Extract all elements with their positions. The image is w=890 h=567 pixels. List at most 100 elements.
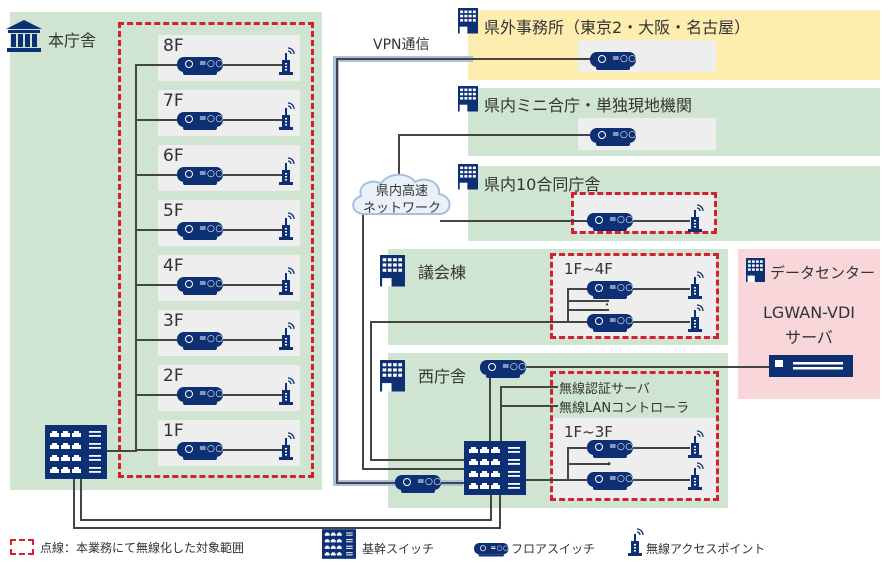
access-point-icon <box>279 102 295 130</box>
cloud-label-2: ネットワーク <box>362 201 441 216</box>
gikaito-branch-2 <box>567 300 609 302</box>
gikaito-floors-label: 1F~4F <box>564 260 613 278</box>
nishi-ellipsis: ・ <box>603 457 616 471</box>
core-link-b-v <box>490 490 492 521</box>
kennai10-ap-line <box>630 220 690 222</box>
core-link-a-h <box>73 527 500 529</box>
nishi-floors-label: 1F~3F <box>564 423 613 441</box>
floor-switch-icon: =○○ <box>587 281 633 299</box>
legend-core-switch-label: 基幹スイッチ <box>362 542 435 556</box>
legend-access-point-label: 無線アクセスポイント <box>646 542 766 556</box>
floor-label: 2F <box>163 366 184 386</box>
kennai-10-title: 県内10合同庁舎 <box>484 175 601 194</box>
lan-controller-label: 無線LANコントローラ <box>559 401 690 416</box>
nishi-core-to-floors <box>524 479 594 481</box>
nishi-to-datacenter <box>525 366 770 368</box>
legend-dashed-swatch <box>10 539 34 555</box>
cloud-down <box>362 210 364 470</box>
cloud-to-10 <box>440 220 590 222</box>
access-point-icon <box>688 430 704 458</box>
cloud-label-1: 県内高速 <box>375 184 428 199</box>
honchosha-core-switch-icon <box>45 425 107 479</box>
nishi-branch-2 <box>567 463 609 465</box>
nishi-ap-line-1 <box>630 447 690 449</box>
kennai-10-wireless-scope <box>571 192 717 234</box>
core-to-trunk <box>106 450 136 452</box>
floor-switch-icon: =○○ <box>587 472 633 490</box>
nishichosha-wireless-scope <box>550 371 719 501</box>
honchosha-wireless-scope <box>118 22 314 478</box>
access-point-icon <box>279 267 295 295</box>
floor-label: 8F <box>163 36 184 56</box>
gikaito-title: 議会棟 <box>418 263 467 282</box>
office-building-icon <box>746 258 766 282</box>
core-link-b <box>80 478 82 520</box>
floor-switch-icon: =○○ <box>177 222 223 240</box>
cloud-to-mini <box>398 134 598 136</box>
floor-switch-icon: =○○ <box>177 442 223 460</box>
floor-switch-icon: =○○ <box>177 387 223 405</box>
vpn-link-top <box>336 58 598 60</box>
lgwan-vdi-server-icon <box>769 355 853 377</box>
floor-switch-icon: =○○ <box>590 128 636 146</box>
lan-controller-line <box>500 405 558 407</box>
nishichosha-device-box <box>552 418 717 500</box>
honchosha-title: 本庁舎 <box>48 31 97 50</box>
access-point-icon <box>279 212 295 240</box>
floor-switch-icon: =○○ <box>177 332 223 350</box>
vpn-floor-switch-icon: =○○ <box>395 475 441 493</box>
nishichosha-title: 西庁舎 <box>418 367 467 386</box>
legend-core-switch-icon <box>322 529 356 559</box>
access-point-icon <box>688 271 704 299</box>
cloud-up <box>398 134 400 174</box>
office-building-icon <box>458 164 479 190</box>
floor-switch-icon: =○○ <box>177 167 223 185</box>
access-point-icon <box>279 377 295 405</box>
legend-floor-switch-icon: =○○ <box>474 543 509 557</box>
gikaito-wireless-scope <box>550 253 719 339</box>
access-point-icon <box>279 157 295 185</box>
office-building-icon <box>380 255 406 287</box>
access-point-icon <box>688 304 704 332</box>
nishi-branch-1 <box>567 447 589 449</box>
server-label-1: LGWAN-VDI <box>763 303 855 322</box>
vpn-link-left <box>336 58 338 483</box>
cloud-to-nishi <box>362 468 466 470</box>
auth-server-label: 無線認証サーバ <box>559 382 650 397</box>
nishi-ap-line-2 <box>630 479 690 481</box>
core-link-b-h <box>80 519 491 521</box>
office-building-icon <box>458 8 479 34</box>
gikaito-branch-1 <box>567 288 587 290</box>
nishi-ctrl-trunk <box>500 386 502 444</box>
datacenter-title: データセンター <box>770 264 876 282</box>
floor-label: 4F <box>163 256 184 276</box>
honchosha-trunk <box>135 64 137 452</box>
nishichosha-floor-switch-icon: =○○ <box>480 360 526 378</box>
gikaito-ap-line-1 <box>630 288 690 290</box>
access-point-icon <box>688 204 704 232</box>
nishi-floor-sw-down <box>489 374 491 444</box>
floor-switch-icon: =○○ <box>177 57 223 75</box>
core-link-a-v <box>499 490 501 529</box>
floor-label: 3F <box>163 311 184 331</box>
legend-access-point-icon <box>628 528 644 556</box>
legend-floor-switch-label: フロアスイッチ <box>511 542 596 556</box>
gikaito-link-bottom <box>370 459 466 461</box>
floor-switch-icon: =○○ <box>587 440 633 458</box>
government-building-icon <box>6 20 42 52</box>
floor-switch-icon: =○○ <box>177 277 223 295</box>
floor-label: 6F <box>163 146 184 166</box>
office-building-icon <box>380 360 406 392</box>
gikaito-link-h <box>370 321 590 323</box>
office-building-icon <box>458 86 479 112</box>
floor-switch-icon: =○○ <box>587 314 633 332</box>
floor-label: 1F <box>163 421 184 441</box>
auth-server-line <box>500 386 558 388</box>
floor-switch-icon: =○○ <box>177 112 223 130</box>
gikaito-branch-3 <box>567 309 609 311</box>
gikaito-ap-line-2 <box>630 321 690 323</box>
access-point-icon <box>279 432 295 460</box>
floor-switch-icon: =○○ <box>590 52 636 70</box>
core-link-a <box>73 478 75 528</box>
kennai-mini-title: 県内ミニ合庁・単独現地機関 <box>484 96 693 115</box>
